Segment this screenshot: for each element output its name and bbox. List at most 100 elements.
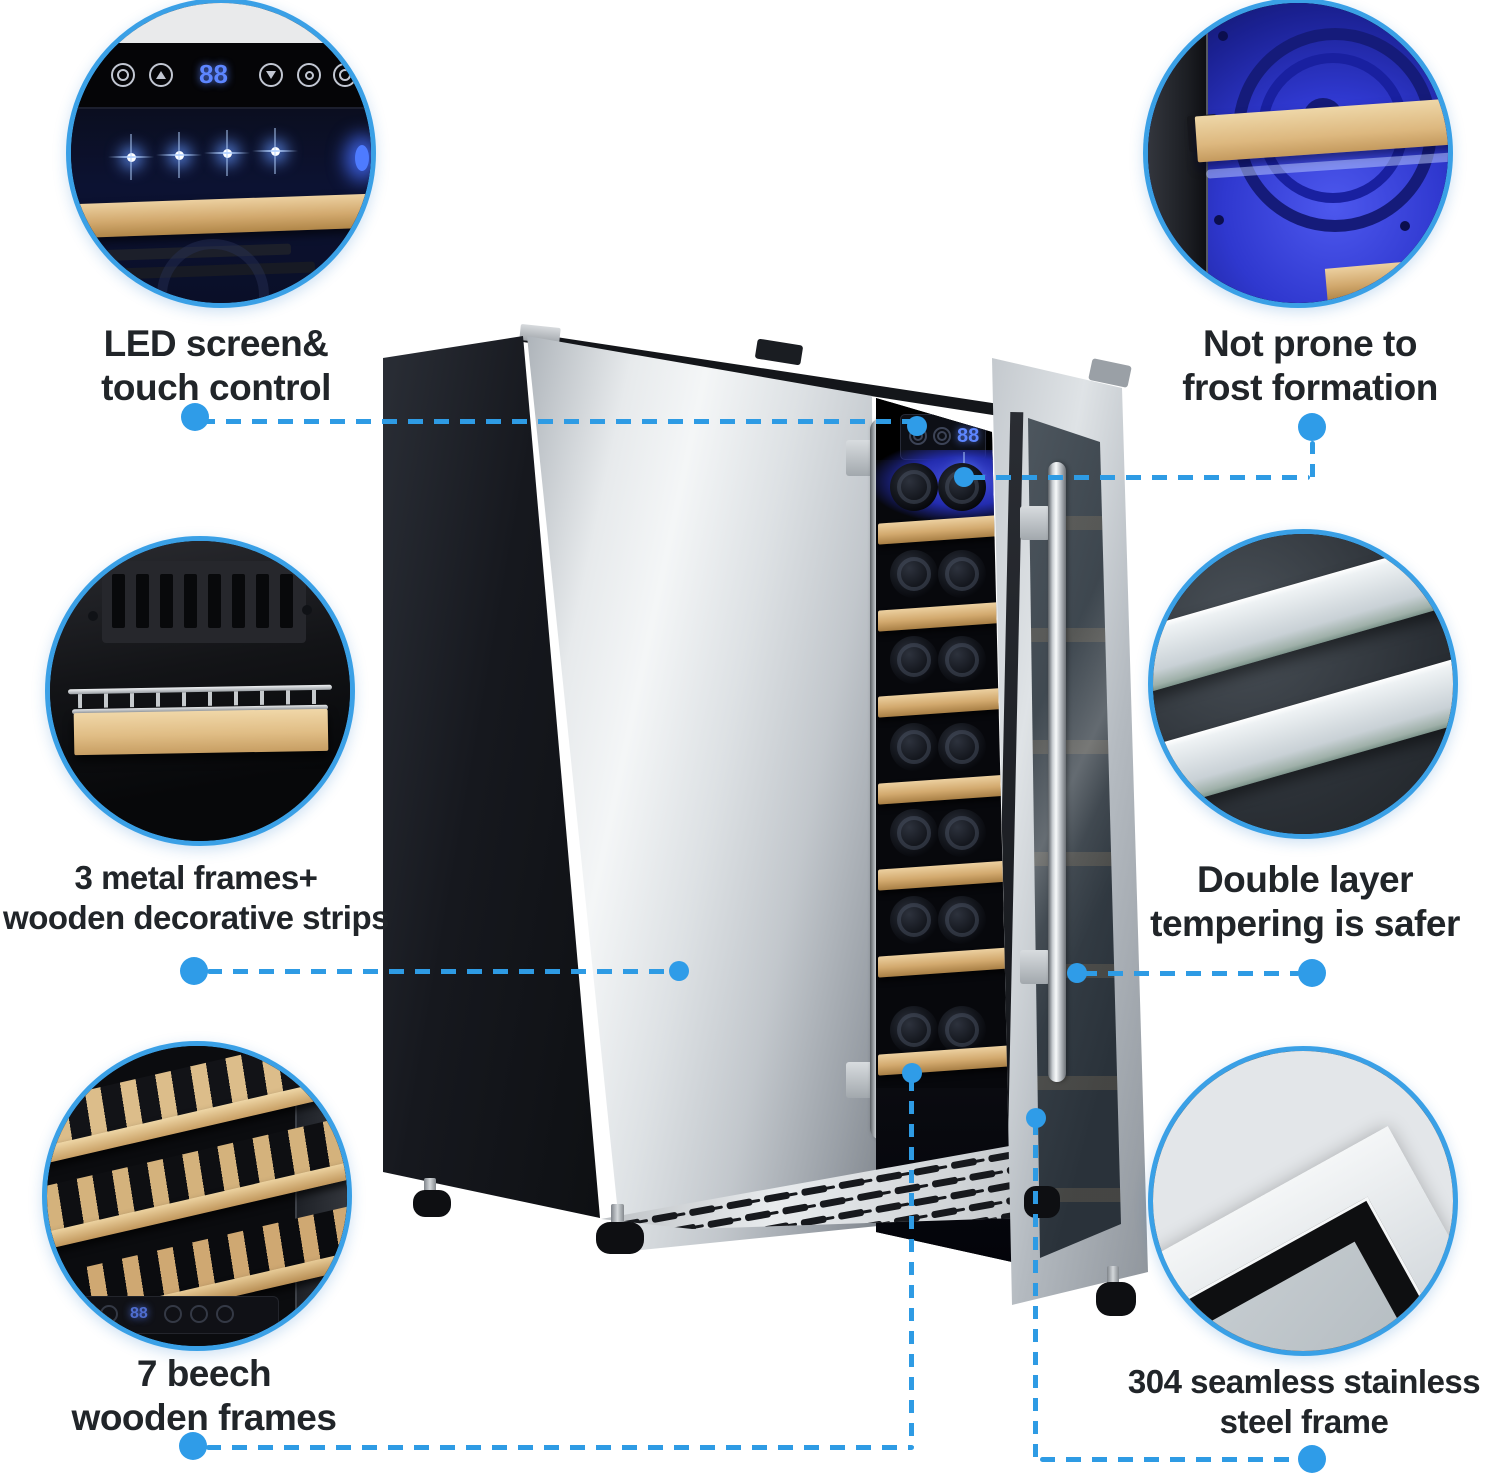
wine-bottle	[938, 550, 986, 598]
label-line: touch control	[101, 367, 331, 409]
leveling-foot	[596, 1222, 644, 1254]
leader-dot	[954, 467, 974, 487]
foot-stem	[1107, 1266, 1119, 1286]
leveling-foot	[1024, 1186, 1060, 1218]
grille-slot	[744, 1241, 771, 1252]
leader-dot	[1026, 1108, 1046, 1128]
beech-shelf-front	[878, 774, 1010, 805]
wine-bottle	[890, 463, 938, 511]
label-line: steel frame	[1219, 1402, 1389, 1440]
wine-bottle	[890, 636, 938, 684]
unit-icon	[190, 1305, 208, 1323]
label-line: wooden frames	[71, 1397, 337, 1439]
unit-icon	[297, 63, 321, 87]
power-icon	[333, 63, 357, 87]
grille-slot	[875, 1171, 903, 1183]
temp-display: 88	[130, 1305, 148, 1322]
alarm-icon	[100, 1305, 118, 1323]
leader-line-beech	[909, 1078, 914, 1448]
open-door-handle	[1048, 462, 1066, 1082]
grille-slot	[851, 1237, 878, 1248]
leader-dot	[1067, 963, 1087, 983]
grille-slot	[800, 1184, 828, 1197]
label-line: tempering is safer	[1150, 903, 1460, 945]
temp-display: 88	[957, 425, 980, 447]
wine-bottle	[938, 809, 986, 857]
feature-label-led-screen: LED screen& touch control	[26, 322, 406, 411]
feature-photo-metal-frames	[45, 536, 355, 846]
grille-slot	[739, 1257, 766, 1268]
power-icon	[74, 1305, 92, 1323]
vent-slot	[208, 574, 221, 628]
beech-shelf-front	[878, 601, 1010, 632]
leader-dot	[179, 1432, 207, 1460]
door-handle-standoff	[1020, 950, 1050, 984]
grille-slot	[726, 1198, 753, 1210]
feature-photo-beech-frames: 88	[42, 1041, 352, 1351]
feature-photo-led-screen: 88	[66, 0, 376, 308]
grille-slot	[626, 1277, 653, 1288]
leader-line-steel	[1040, 1457, 1302, 1462]
label-line: wooden decorative strips	[3, 898, 389, 936]
label-line: Double layer	[1196, 859, 1414, 900]
leader-dot	[907, 416, 927, 436]
led-light-sparkle	[204, 130, 250, 176]
beech-shelf-front	[878, 1045, 1010, 1076]
open-glass-door	[992, 358, 1148, 1305]
wine-bottle	[938, 723, 986, 771]
leader-line-led-screen	[200, 419, 912, 424]
glass-pane	[1153, 1241, 1453, 1351]
cabinet-top-bump	[754, 338, 804, 366]
wine-bottle	[890, 550, 938, 598]
leader-line-beech	[206, 1445, 914, 1450]
down-icon	[259, 63, 283, 87]
down-icon	[164, 1305, 182, 1323]
touch-panel-hint: 88	[63, 1296, 279, 1334]
leader-dot	[180, 957, 208, 985]
wine-bottle	[938, 896, 986, 944]
door-glass-pane	[1028, 418, 1121, 1258]
power-icon	[216, 1305, 234, 1323]
grille-slot	[950, 1157, 978, 1170]
leader-line-steel	[1033, 1122, 1038, 1460]
vent-slot	[136, 574, 149, 628]
grille-slot	[632, 1261, 659, 1272]
fan-hint	[157, 239, 269, 303]
feature-label-frost: Not prone to frost formation	[1120, 322, 1500, 411]
grille-slot	[838, 1177, 866, 1190]
grille-slot	[763, 1191, 791, 1203]
label-line: LED screen&	[103, 323, 329, 364]
leader-line-frost	[970, 475, 1310, 480]
foot-stem	[611, 1204, 624, 1226]
led-edge-glow	[355, 145, 369, 171]
grille-slot	[669, 1254, 696, 1265]
grille-slot	[707, 1247, 734, 1258]
grille-slot	[813, 1243, 840, 1254]
wine-bottle	[938, 1006, 986, 1054]
vent-slot	[232, 574, 245, 628]
led-light-sparkle	[156, 132, 202, 178]
feature-label-beech-frames: 7 beech wooden frames	[14, 1352, 394, 1441]
feature-label-steel-frame: 304 seamless stainless steel frame	[1104, 1362, 1500, 1441]
leader-line-double-glass	[1082, 971, 1300, 976]
grille-slot	[651, 1211, 679, 1224]
wine-bottle	[938, 636, 986, 684]
led-light-sparkle	[108, 134, 154, 180]
leveling-foot	[413, 1190, 451, 1217]
vent-slot	[160, 574, 173, 628]
vent-slot	[184, 574, 197, 628]
leader-line-frost	[1310, 441, 1315, 479]
leader-dot	[181, 403, 209, 431]
leveling-foot	[1096, 1282, 1136, 1316]
leader-dot	[1298, 413, 1326, 441]
feature-photo-no-frost	[1143, 0, 1453, 308]
wooden-decorative-strip	[73, 708, 329, 756]
grille-slot	[781, 1234, 808, 1245]
label-line: Not prone to	[1203, 323, 1417, 364]
beech-shelf-front	[878, 947, 1010, 978]
door-handle-standoff	[1020, 506, 1050, 540]
wine-bottle	[890, 723, 938, 771]
label-line: 3 metal frames+	[74, 859, 318, 896]
power-icon	[111, 63, 135, 87]
wine-bottle	[890, 1006, 938, 1054]
